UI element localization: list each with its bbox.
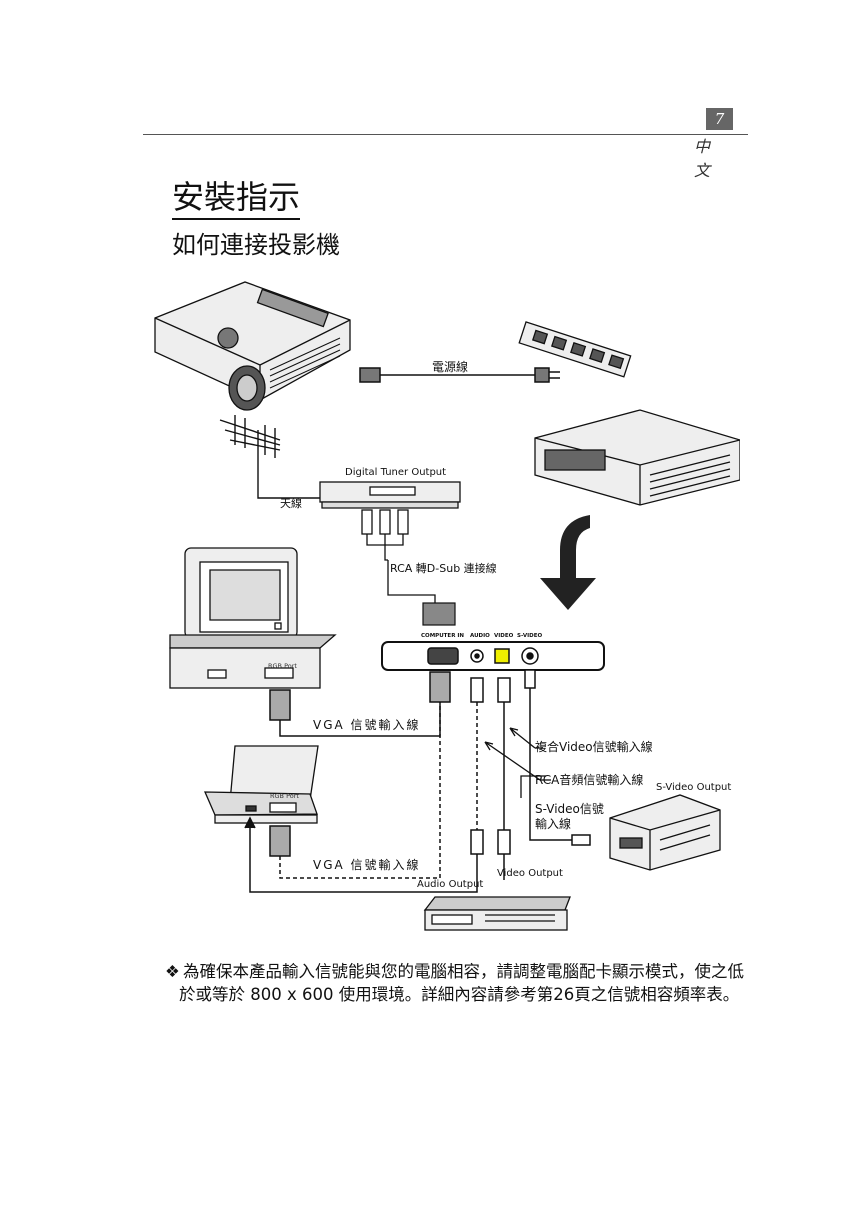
- desktop-computer-icon: [169, 547, 337, 689]
- language-label: 中 文: [694, 137, 725, 180]
- rca-audio-cable-label: RCA音頻信號輸入線: [535, 772, 643, 787]
- power-strip-icon: [518, 321, 632, 378]
- rgb-port-desktop-label: RGB Port: [268, 662, 297, 670]
- port-video-label: VIDEO: [494, 633, 514, 639]
- projector-rear-icon: [534, 409, 740, 506]
- arrow-down-icon: [540, 515, 596, 610]
- vga-cable-2: [269, 702, 441, 879]
- svideo-output-label: S-Video Output: [656, 782, 731, 793]
- av-cables: [470, 669, 591, 880]
- digital-tuner-output-label: Digital Tuner Output: [345, 467, 446, 478]
- note-paragraph: ❖ 為確保本產品輸入信號能與您的電腦相容，請調整電腦配卡顯示模式，使之低於或等於…: [165, 960, 755, 1006]
- projector-icon: [154, 281, 351, 411]
- port-audio-label: AUDIO: [470, 633, 490, 639]
- connection-diagram: 電源線 天線 Digital Tuner Output RCA 轉D-Sub: [154, 281, 740, 931]
- rca-plugs: [361, 509, 436, 605]
- dvd-player-icon: [423, 896, 571, 931]
- vga-cable-1-label: VGA 信號輸入線: [313, 717, 421, 732]
- audio-output-label: Audio Output: [417, 879, 483, 890]
- antenna-label: 天線: [280, 496, 302, 510]
- connector-panel: COMPUTER IN AUDIO VIDEO S-VIDEO: [381, 633, 605, 671]
- note-bullet: ❖: [165, 962, 180, 981]
- digital-tuner-icon: [319, 481, 461, 509]
- video-output-label: Video Output: [497, 868, 563, 879]
- svideo-cable-label-1: S-Video信號: [535, 802, 604, 816]
- power-cord-label: 電源線: [432, 359, 468, 374]
- vcr-icon: [609, 794, 721, 871]
- section-subtitle: 如何連接投影機: [172, 231, 340, 259]
- page-number: 7: [706, 108, 733, 130]
- rgb-port-laptop-label: RGB Port: [270, 792, 299, 800]
- svideo-cable-label-2: 輸入線: [535, 816, 571, 831]
- laptop-icon: [204, 745, 319, 824]
- laptop-audio-line: [244, 816, 478, 893]
- page-title: 安裝指示: [172, 178, 301, 220]
- power-cord: [359, 367, 560, 383]
- callout-lines: [484, 727, 551, 798]
- header-rule: [143, 134, 748, 135]
- note-text: 為確保本產品輸入信號能與您的電腦相容，請調整電腦配卡顯示模式，使之低於或等於 8…: [179, 962, 744, 1004]
- composite-video-cable-label: 複合Video信號輸入線: [535, 739, 653, 754]
- antenna-icon: [219, 415, 320, 499]
- vga-cable-2-label: VGA 信號輸入線: [313, 857, 421, 872]
- rca-dsub-cable-label: RCA 轉D-Sub 連接線: [390, 561, 497, 575]
- port-computer-in-label: COMPUTER IN: [421, 633, 464, 639]
- port-svideo-label: S-VIDEO: [517, 633, 542, 639]
- dsub-adapter-icon: [422, 602, 456, 626]
